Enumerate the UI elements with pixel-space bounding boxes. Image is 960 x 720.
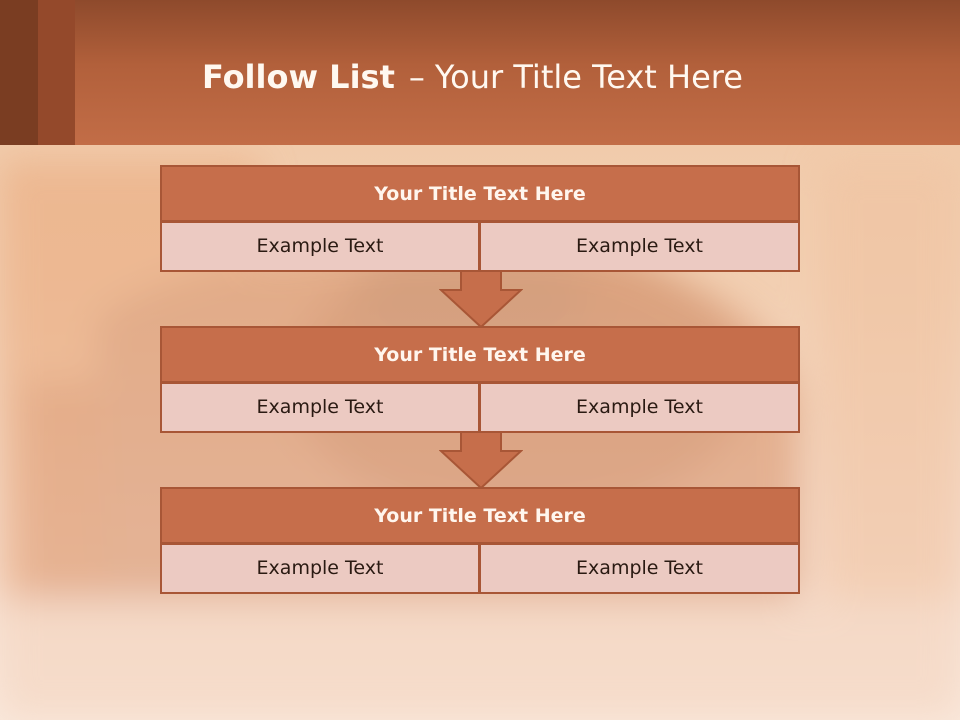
block-cell-right: Example Text bbox=[480, 222, 800, 272]
flow-block: Your Title Text Here Example Text Exampl… bbox=[160, 165, 800, 272]
flow-block: Your Title Text Here Example Text Exampl… bbox=[160, 487, 800, 594]
down-arrow-icon bbox=[439, 431, 523, 489]
slide-title: Follow List–Your Title Text Here bbox=[202, 54, 743, 100]
block-cell-right: Example Text bbox=[480, 383, 800, 433]
block-cells: Example Text Example Text bbox=[160, 383, 800, 433]
block-cell-right: Example Text bbox=[480, 544, 800, 594]
block-title: Your Title Text Here bbox=[160, 165, 800, 222]
header-accent-stripe bbox=[38, 0, 75, 145]
block-cell-left: Example Text bbox=[160, 544, 480, 594]
down-arrow-icon bbox=[439, 270, 523, 328]
block-cell-left: Example Text bbox=[160, 383, 480, 433]
block-title: Your Title Text Here bbox=[160, 326, 800, 383]
slide-title-dash: – bbox=[408, 58, 425, 96]
header-accent-stripe bbox=[0, 0, 38, 145]
block-cell-left: Example Text bbox=[160, 222, 480, 272]
slide-title-bold: Follow List bbox=[202, 58, 395, 96]
block-cells: Example Text Example Text bbox=[160, 544, 800, 594]
block-title: Your Title Text Here bbox=[160, 487, 800, 544]
flow-block: Your Title Text Here Example Text Exampl… bbox=[160, 326, 800, 433]
header-band bbox=[0, 0, 960, 145]
block-cells: Example Text Example Text bbox=[160, 222, 800, 272]
slide-title-rest: Your Title Text Here bbox=[434, 58, 743, 96]
